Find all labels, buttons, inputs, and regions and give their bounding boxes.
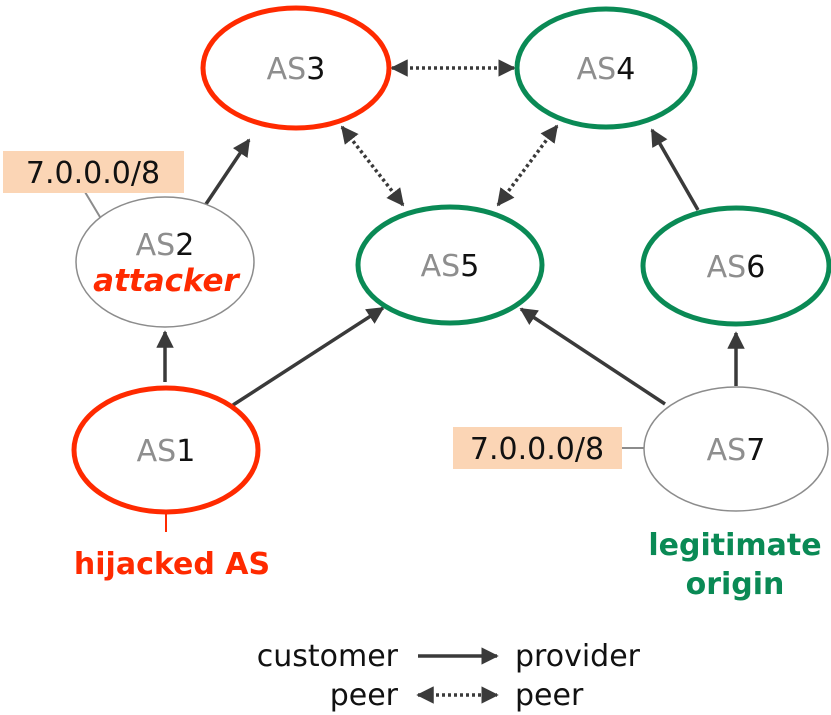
edge-as7-as5: [519, 307, 666, 406]
node-as6: AS6: [640, 205, 831, 327]
svg-text:AS4: AS4: [577, 52, 636, 87]
origin-prefix-box: 7.0.0.0/8: [453, 427, 622, 469]
svg-text:AS6: AS6: [707, 250, 766, 285]
svg-text:7.0.0.0/8: 7.0.0.0/8: [470, 432, 604, 467]
peer-edges: [340, 59, 559, 207]
svg-text:AS1: AS1: [137, 434, 196, 469]
customer-provider-edges: [156, 128, 745, 407]
attacker-label: attacker: [93, 263, 240, 299]
hijacked-as-label: hijacked AS: [74, 547, 270, 582]
legitimate-label: legitimate: [648, 528, 821, 563]
edge-as6-as4: [650, 128, 700, 211]
svg-text:AS5: AS5: [421, 249, 480, 284]
node-as3: AS3: [200, 5, 392, 131]
edge-as1-as5: [232, 306, 385, 407]
edge-as4-as5: [496, 124, 559, 207]
svg-text:7.0.0.0/8: 7.0.0.0/8: [26, 156, 160, 191]
svg-text:AS2: AS2: [136, 228, 195, 263]
legend-customer: customer: [257, 639, 399, 674]
legend-peer-left: peer: [330, 678, 399, 713]
legend: customer provider peer peer: [257, 639, 641, 713]
svg-text:AS7: AS7: [707, 433, 766, 468]
node-as4: AS4: [514, 6, 698, 130]
node-as1: AS1: [71, 385, 261, 515]
attacker-prefix-box: 7.0.0.0/8: [3, 151, 184, 193]
origin-label: origin: [686, 567, 785, 602]
node-as5: AS5: [355, 204, 545, 326]
node-as2: AS2 attacker: [75, 196, 255, 328]
legend-provider: provider: [515, 639, 641, 674]
legend-peer-right: peer: [515, 678, 584, 713]
svg-text:AS3: AS3: [267, 52, 326, 87]
edge-as3-as5: [340, 125, 405, 207]
edge-as2-as3: [200, 138, 251, 211]
node-as7: AS7: [643, 386, 829, 512]
